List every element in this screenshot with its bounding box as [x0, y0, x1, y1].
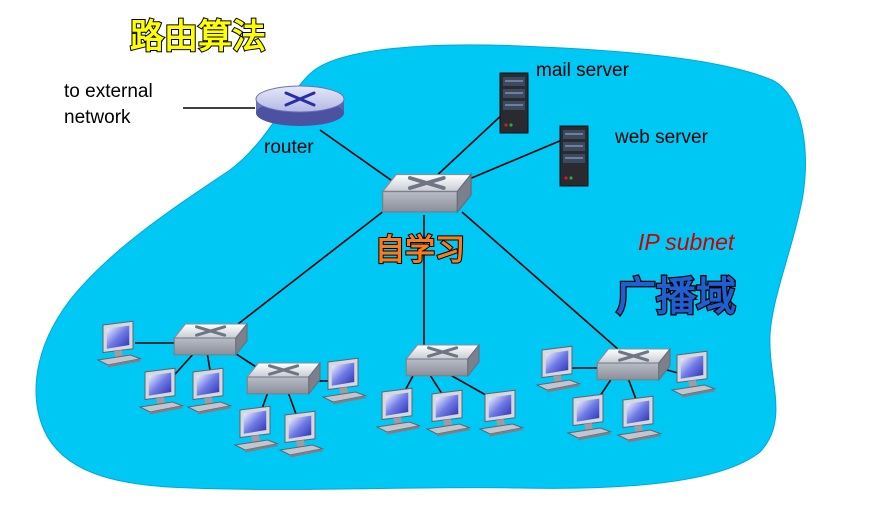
broadcast-domain-label: 广播域: [616, 274, 736, 320]
switch-icon: [245, 361, 322, 396]
link-router-switch: [319, 129, 399, 186]
routing-algorithm-label: 路由算法: [130, 17, 266, 57]
link-core-sw4: [461, 211, 629, 359]
switch-icon: [595, 347, 672, 382]
web-server-icon: [559, 125, 589, 187]
router-label: router: [264, 137, 314, 158]
mail-server-label: mail server: [536, 60, 630, 81]
link-core-sw1: [219, 209, 386, 339]
link-web-switch: [454, 139, 563, 186]
external-network-label-line2: network: [64, 107, 131, 128]
mail-server-icon: [499, 72, 529, 134]
self-learning-label: 自学习: [375, 233, 465, 268]
switch-icon: [172, 322, 249, 357]
external-network-label-line1: to external: [64, 81, 153, 102]
ip-subnet-label: IP subnet: [638, 229, 736, 255]
core-switch-icon: [380, 172, 473, 214]
router-icon: [255, 85, 345, 126]
switch-icon: [404, 343, 481, 378]
link-mail-switch: [431, 111, 506, 181]
web-server-label: web server: [614, 127, 709, 148]
